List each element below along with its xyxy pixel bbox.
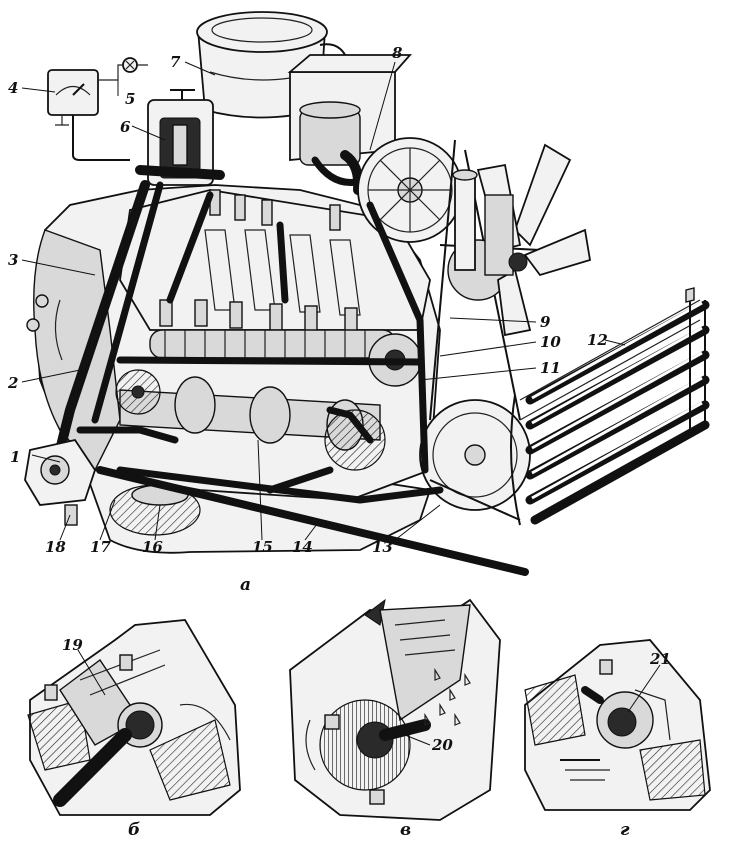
oil-droplets (424, 667, 471, 726)
callout-5: 5 (125, 90, 135, 108)
callout-14: 14 (292, 538, 313, 556)
oil-pressure-gauge (47, 69, 130, 161)
callout-labels: 1 2 3 4 5 6 7 8 9 10 11 12 13 14 15 16 1… (7, 44, 671, 754)
oil-cooler (510, 287, 710, 526)
callout-2: 2 (7, 374, 18, 392)
view-captions: а б в г (128, 575, 630, 840)
callout-20: 20 (431, 736, 453, 754)
distributor (135, 89, 225, 186)
callout-8: 8 (392, 44, 403, 62)
callout-9: 9 (540, 313, 551, 331)
callout-4: 4 (8, 79, 18, 97)
caption-detail-2: в (400, 820, 411, 840)
callout-6: 6 (120, 118, 131, 136)
callout-15: 15 (252, 538, 273, 556)
caption-main: а (240, 575, 251, 595)
detail-view-b (27, 619, 241, 816)
oil-lines (55, 180, 529, 576)
caption-detail-1: б (128, 820, 140, 840)
callout-19: 19 (62, 636, 83, 654)
warning-lamp (98, 57, 148, 81)
crankshaft (115, 369, 386, 471)
callout-16: 16 (142, 538, 163, 556)
callout-12: 12 (587, 331, 608, 349)
engine-main-view (24, 11, 710, 576)
callout-10: 10 (540, 333, 561, 351)
leader-lines (21, 61, 661, 746)
rocker-studs (209, 189, 341, 231)
callout-7: 7 (170, 53, 181, 71)
callout-13: 13 (372, 538, 393, 556)
callout-11: 11 (540, 359, 561, 377)
callout-1: 1 (10, 448, 20, 466)
valve-spring-row (159, 299, 358, 335)
callout-18: 18 (45, 538, 66, 556)
callout-3: 3 (8, 251, 18, 269)
oil-pump (24, 438, 96, 526)
detail-view-v (289, 598, 501, 821)
cooling-fan (452, 143, 592, 337)
caption-detail-3: г (620, 820, 630, 840)
callout-21: 21 (649, 650, 671, 668)
callout-17: 17 (90, 538, 111, 556)
detail-view-g (524, 639, 711, 811)
